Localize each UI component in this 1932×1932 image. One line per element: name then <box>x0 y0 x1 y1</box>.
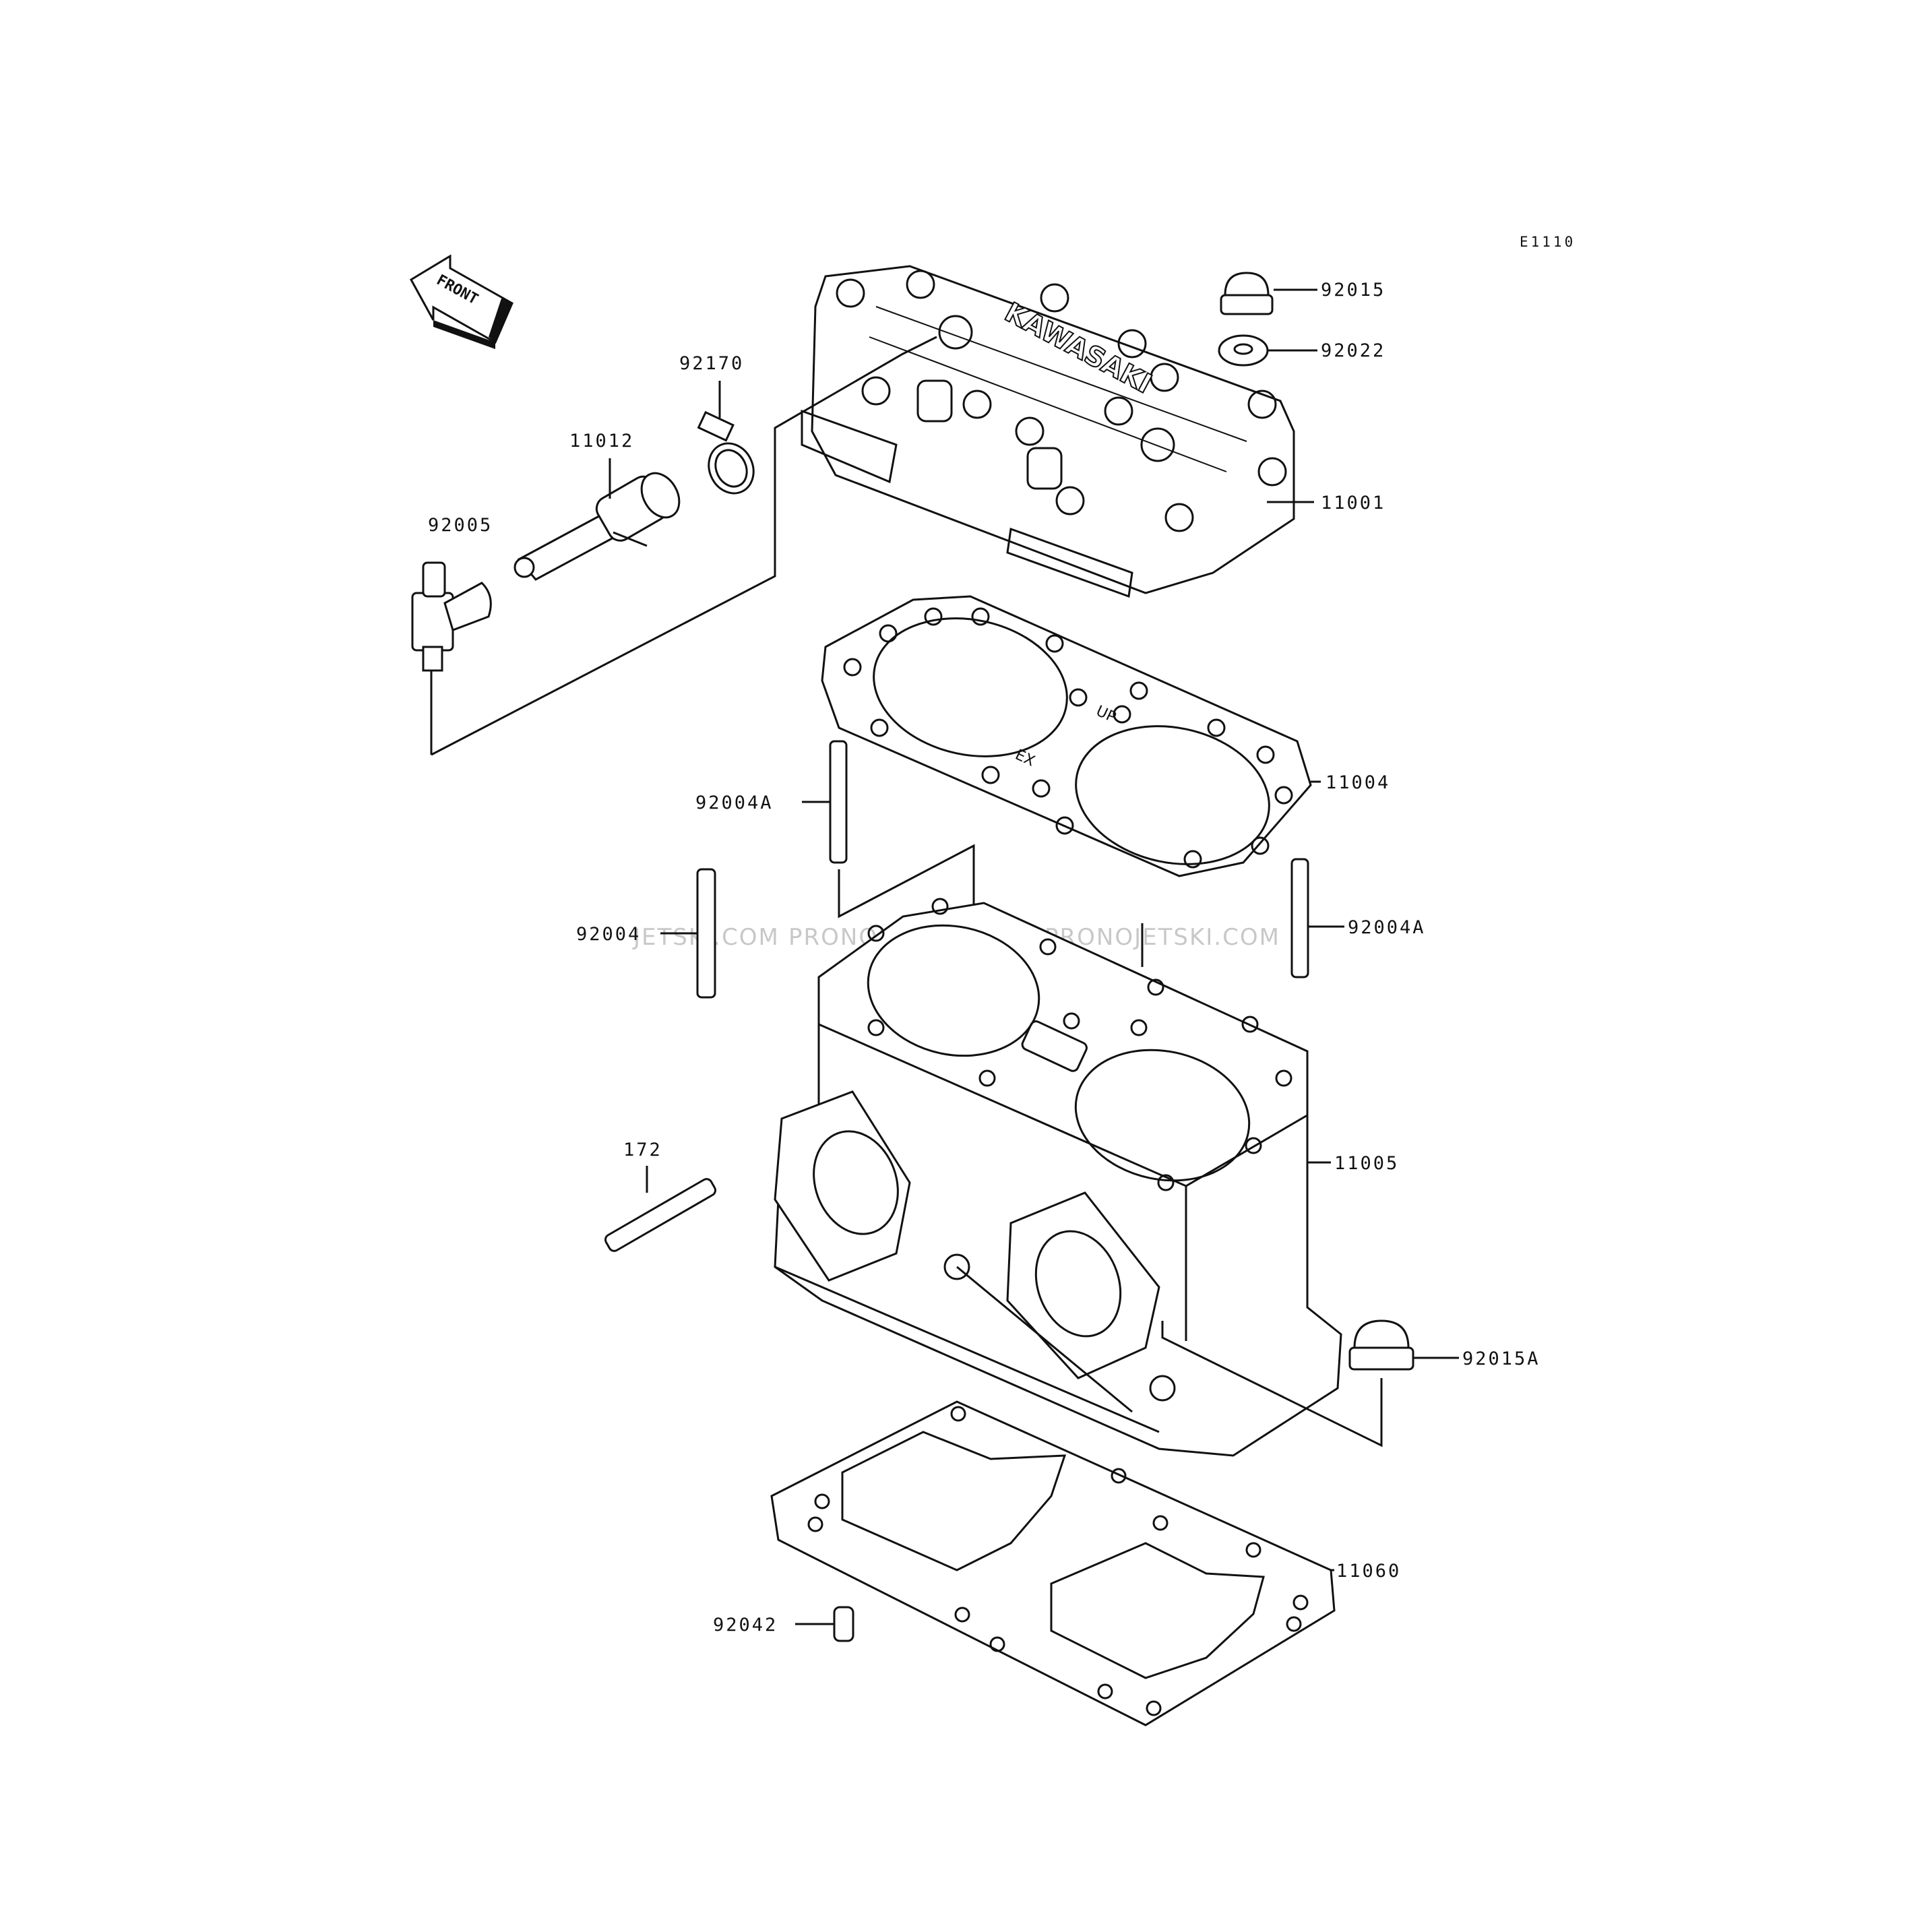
cylinder-head-11001: KAWASAKI <box>801 265 1295 598</box>
callout-92042: 92042 <box>713 1615 778 1635</box>
cylinder-block-11005 <box>774 898 1342 1457</box>
callout-172: 172 <box>623 1140 662 1160</box>
stud-92004A-left <box>802 740 848 864</box>
callout-11001: 11001 <box>1321 493 1385 513</box>
cap-nut-92015A <box>1161 1319 1459 1447</box>
water-fitting-11012 <box>513 458 681 581</box>
callout-92015: 92015 <box>1321 280 1385 301</box>
callout-11060: 11060 <box>1336 1561 1401 1582</box>
hose-clamp-92170 <box>697 381 755 495</box>
callout-92170: 92170 <box>679 353 744 374</box>
elbow-fitting-92005 <box>411 561 492 755</box>
callout-92015A: 92015A <box>1462 1348 1540 1369</box>
callout-11005: 11005 <box>1334 1153 1399 1174</box>
callout-11012: 11012 <box>569 431 634 451</box>
stud-92004A-right <box>1290 858 1344 978</box>
front-arrow-icon: FRONT <box>409 254 513 349</box>
base-gasket-11060 <box>770 1400 1336 1726</box>
leader-line <box>431 336 937 756</box>
callout-92005: 92005 <box>428 515 493 536</box>
dowel-pin-92042 <box>795 1606 854 1642</box>
head-gasket-11004: UP EX <box>821 595 1312 877</box>
callout-92022: 92022 <box>1321 340 1385 361</box>
callout-92004A-right: 92004A <box>1348 917 1426 938</box>
callout-92004A-left: 92004A <box>695 792 774 813</box>
watermark: PRONOJETSKI.COM <box>1045 924 1280 951</box>
stud-172 <box>604 1166 717 1252</box>
callout-92004: 92004 <box>576 924 641 945</box>
reference-code: E1110 <box>1520 234 1576 250</box>
washer-92022 <box>1218 334 1317 367</box>
stud-92004 <box>660 868 716 999</box>
cap-nut-92015 <box>1220 272 1317 315</box>
callout-11004: 11004 <box>1326 772 1390 793</box>
